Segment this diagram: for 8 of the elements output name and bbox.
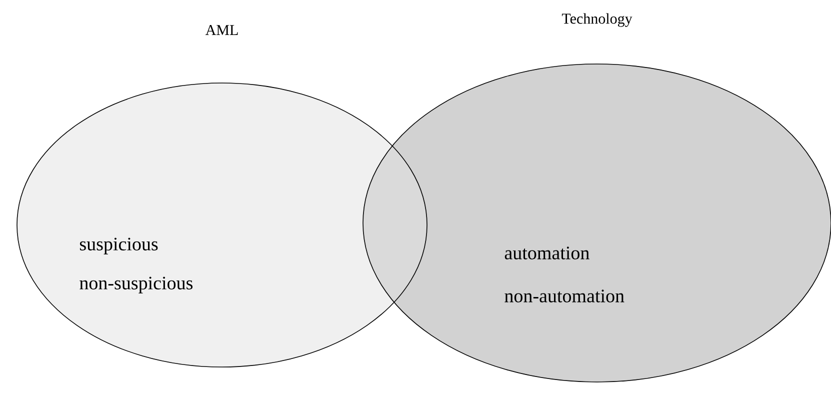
set-item: suspicious xyxy=(80,238,158,254)
venn-ellipse xyxy=(16,82,428,368)
set-item: automation xyxy=(504,246,590,260)
set-item: non-suspicious xyxy=(80,276,193,294)
venn-ellipse xyxy=(362,64,831,382)
set-title: Technology xyxy=(562,13,632,27)
set-title: AML xyxy=(205,25,238,35)
set-item: non-automation xyxy=(504,290,624,302)
